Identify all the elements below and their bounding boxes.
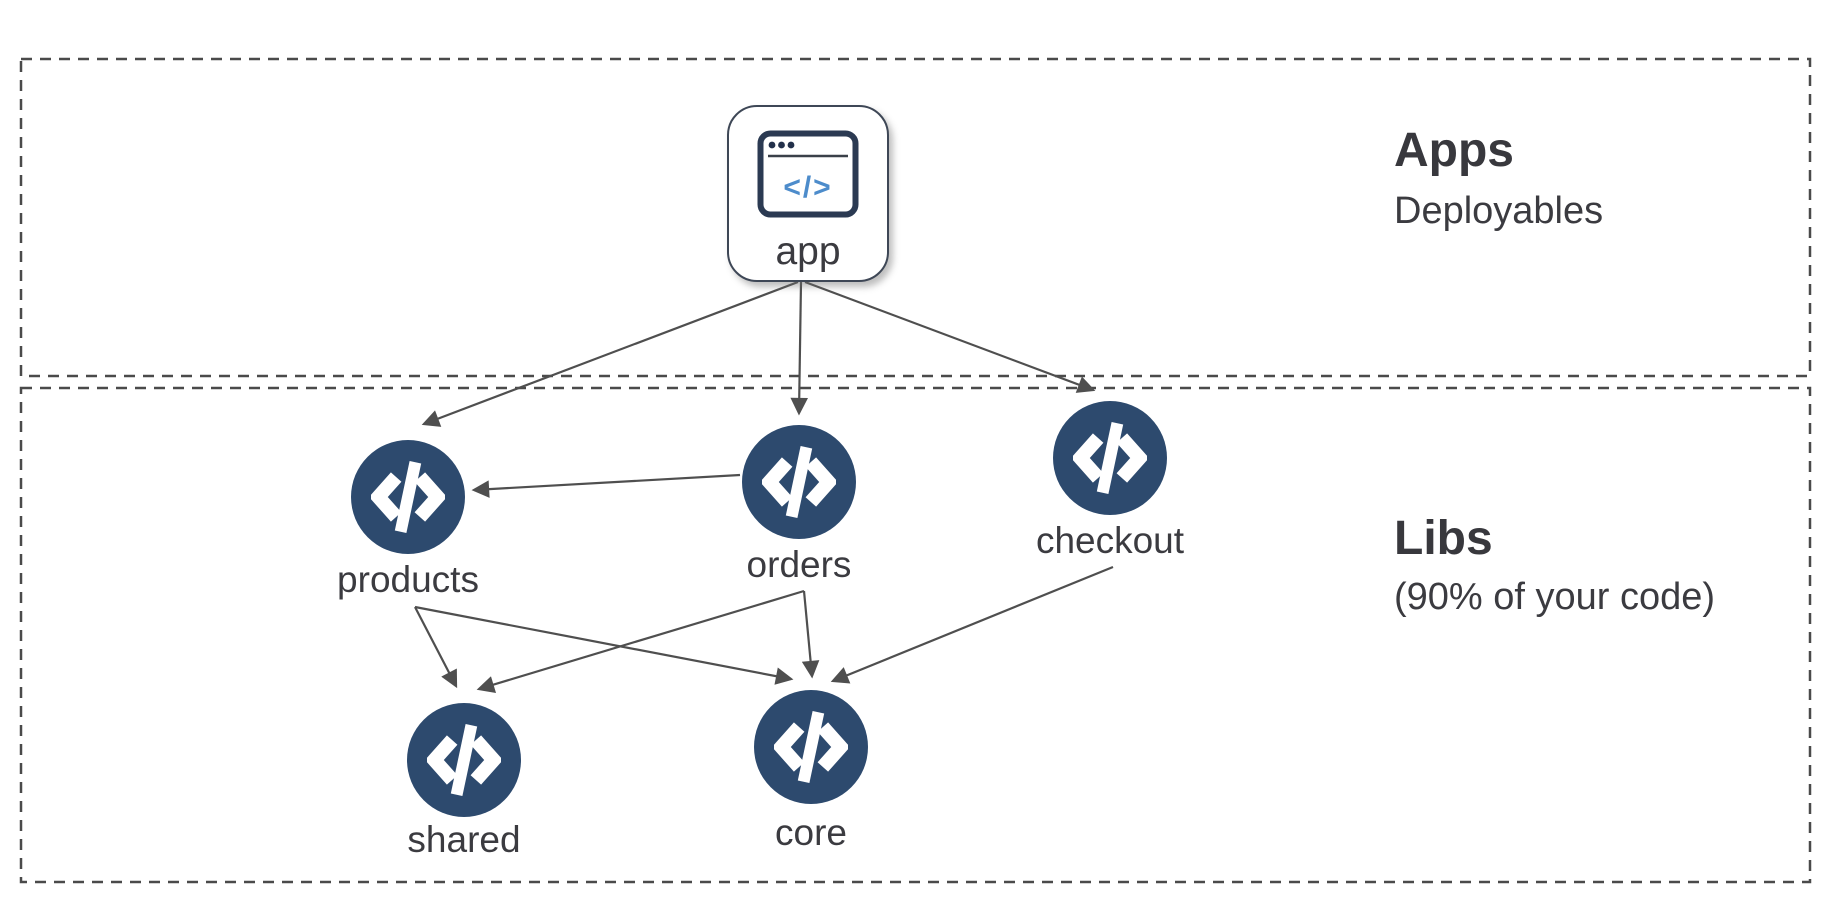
code-brackets-icon	[371, 460, 445, 534]
node-label-shared: shared	[407, 819, 521, 860]
apps-section-box	[19, 57, 1812, 378]
node-app: </> app	[727, 105, 889, 282]
code-brackets-icon	[427, 723, 501, 797]
node-core	[754, 690, 868, 804]
node-label-checkout: checkout	[1035, 520, 1185, 561]
libs-section-box	[19, 386, 1812, 884]
node-label-core: core	[775, 812, 847, 853]
edge-checkout-core	[830, 565, 1114, 684]
code-brackets-icon	[1073, 421, 1147, 495]
node-products	[351, 440, 465, 554]
apps-section-subtitle: Deployables	[1394, 190, 1604, 232]
edge-app-checkout	[804, 280, 1096, 393]
code-brackets-icon	[762, 445, 836, 519]
edge-orders-core	[801, 590, 820, 679]
node-label-orders: orders	[746, 544, 852, 585]
code-brackets-icon	[774, 710, 848, 784]
apps-section-title: Apps	[1394, 124, 1514, 177]
edge-app-orders	[790, 281, 809, 416]
dependency-edges	[414, 280, 1114, 694]
svg-text:</>: </>	[783, 171, 832, 204]
node-shared	[407, 703, 521, 817]
browser-code-icon: </>	[757, 130, 859, 218]
edge-products-shared	[414, 606, 458, 689]
libs-section-subtitle: (90% of your code)	[1394, 576, 1716, 618]
node-label-app: app	[775, 230, 841, 273]
node-orders	[742, 425, 856, 539]
edge-orders-products	[471, 473, 741, 498]
node-label-products: products	[337, 559, 479, 600]
edge-products-core	[414, 605, 794, 685]
node-checkout	[1053, 401, 1167, 515]
libs-section-title: Libs	[1394, 512, 1493, 565]
edge-app-products	[421, 280, 799, 427]
edge-orders-shared	[476, 589, 805, 694]
